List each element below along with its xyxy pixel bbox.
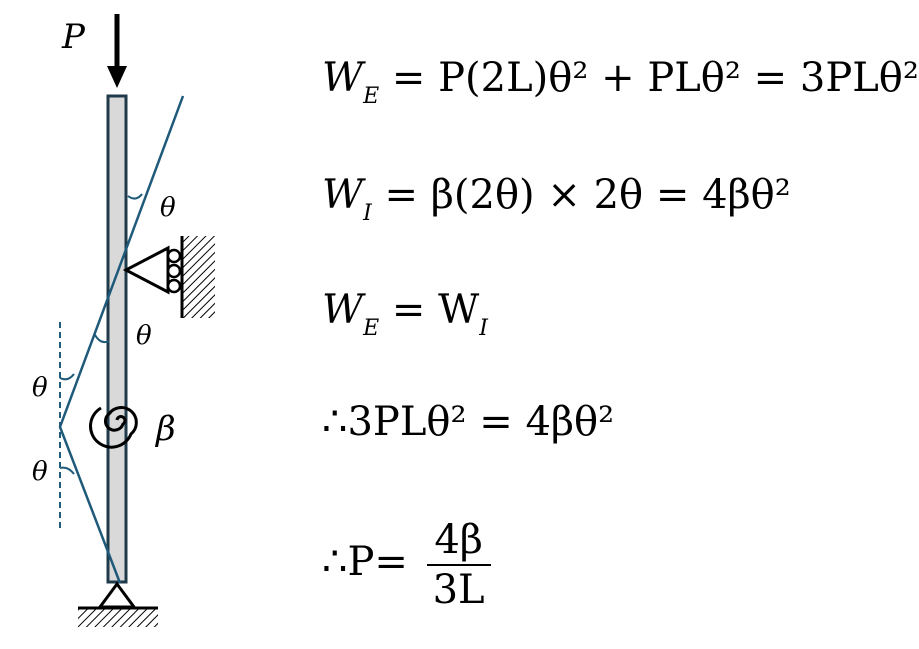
load-label: P (61, 17, 86, 57)
angle-arc-top (127, 193, 143, 200)
angle-arc-left-lower (59, 466, 75, 475)
equation-internal-work: WI = β(2θ) × 2θ = 4βθ² (322, 172, 791, 226)
column (106, 94, 128, 584)
roller-support (122, 236, 215, 318)
angle-arc-left-upper (59, 373, 75, 381)
theta-label-middle: θ (136, 321, 152, 351)
equation-substitution: ∴3PLθ² = 4βθ² (322, 399, 615, 445)
rotational-spring (89, 406, 138, 449)
pin-support (78, 581, 158, 627)
load-arrow (107, 14, 127, 88)
equation-external-work: WE = P(2L)θ² + PLθ² = 3PLθ² (322, 55, 919, 109)
theta-label-top: θ (160, 193, 176, 223)
theta-label-left-lower: θ (32, 457, 48, 487)
equation-work-balance: WE = WI (322, 287, 488, 341)
beta-label: β (154, 409, 176, 449)
angle-arc-middle (94, 334, 110, 344)
theta-label-left-upper: θ (32, 373, 48, 403)
